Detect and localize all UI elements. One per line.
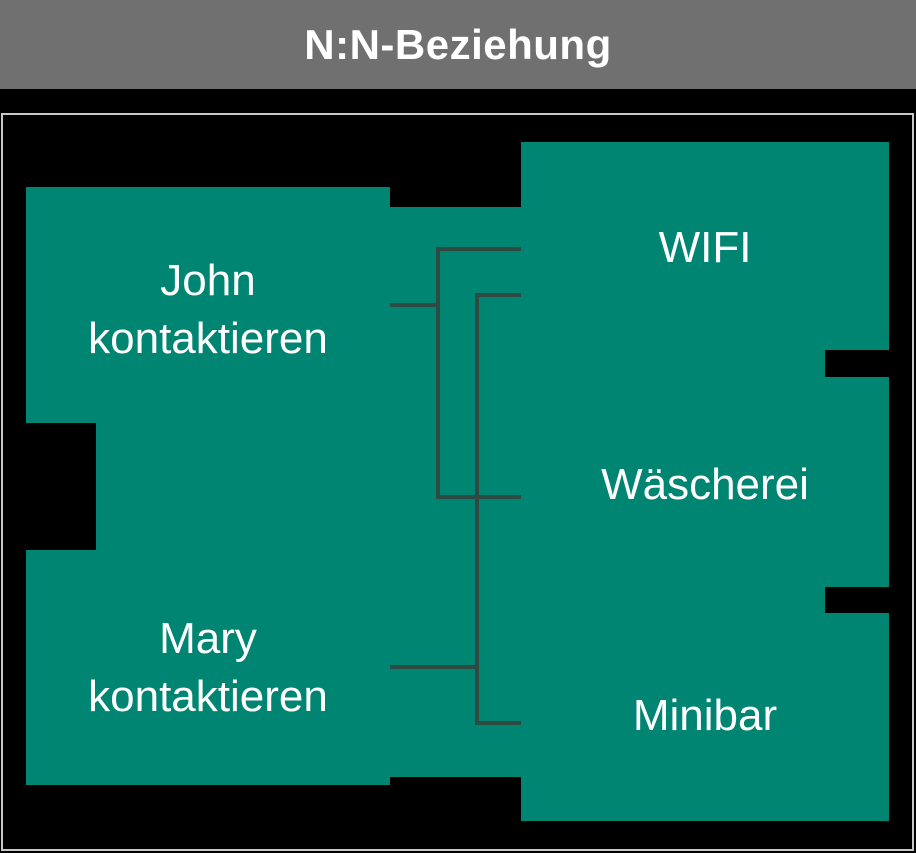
connector-mary-to-wifi [477,293,521,297]
connector-john-to-waescherei [438,495,521,499]
label-john-kontaktieren: John kontaktieren [26,252,390,368]
connector-john-stub [390,303,438,307]
label-john-line2: kontaktieren [88,314,328,363]
mask-notch-right-top [825,350,889,377]
label-waescherei: Wäscherei [601,460,809,509]
connector-mary-to-minibar [477,721,521,725]
label-mary-line1: Mary [159,614,257,663]
connector-john-to-wifi [438,247,521,251]
connector-john-vertical [436,247,440,499]
label-mary-line2: kontaktieren [88,672,328,721]
title-bar: N:N-Beziehung [0,0,916,89]
label-mary-kontaktieren: Mary kontaktieren [26,610,390,726]
connector-mary-vertical [475,293,479,725]
entity-region-services [521,142,889,821]
mask-notch-left [3,423,96,550]
entity-region-bridge [390,207,521,777]
page-title: N:N-Beziehung [304,20,612,68]
label-minibar: Minibar [632,691,778,740]
diagram-canvas: John kontaktieren Mary kontaktieren WIFI… [1,113,914,851]
connector-mary-stub [390,665,479,669]
label-wifi: WIFI [658,223,752,272]
label-john-line1: John [160,256,256,305]
mask-notch-right-bottom [825,587,889,613]
